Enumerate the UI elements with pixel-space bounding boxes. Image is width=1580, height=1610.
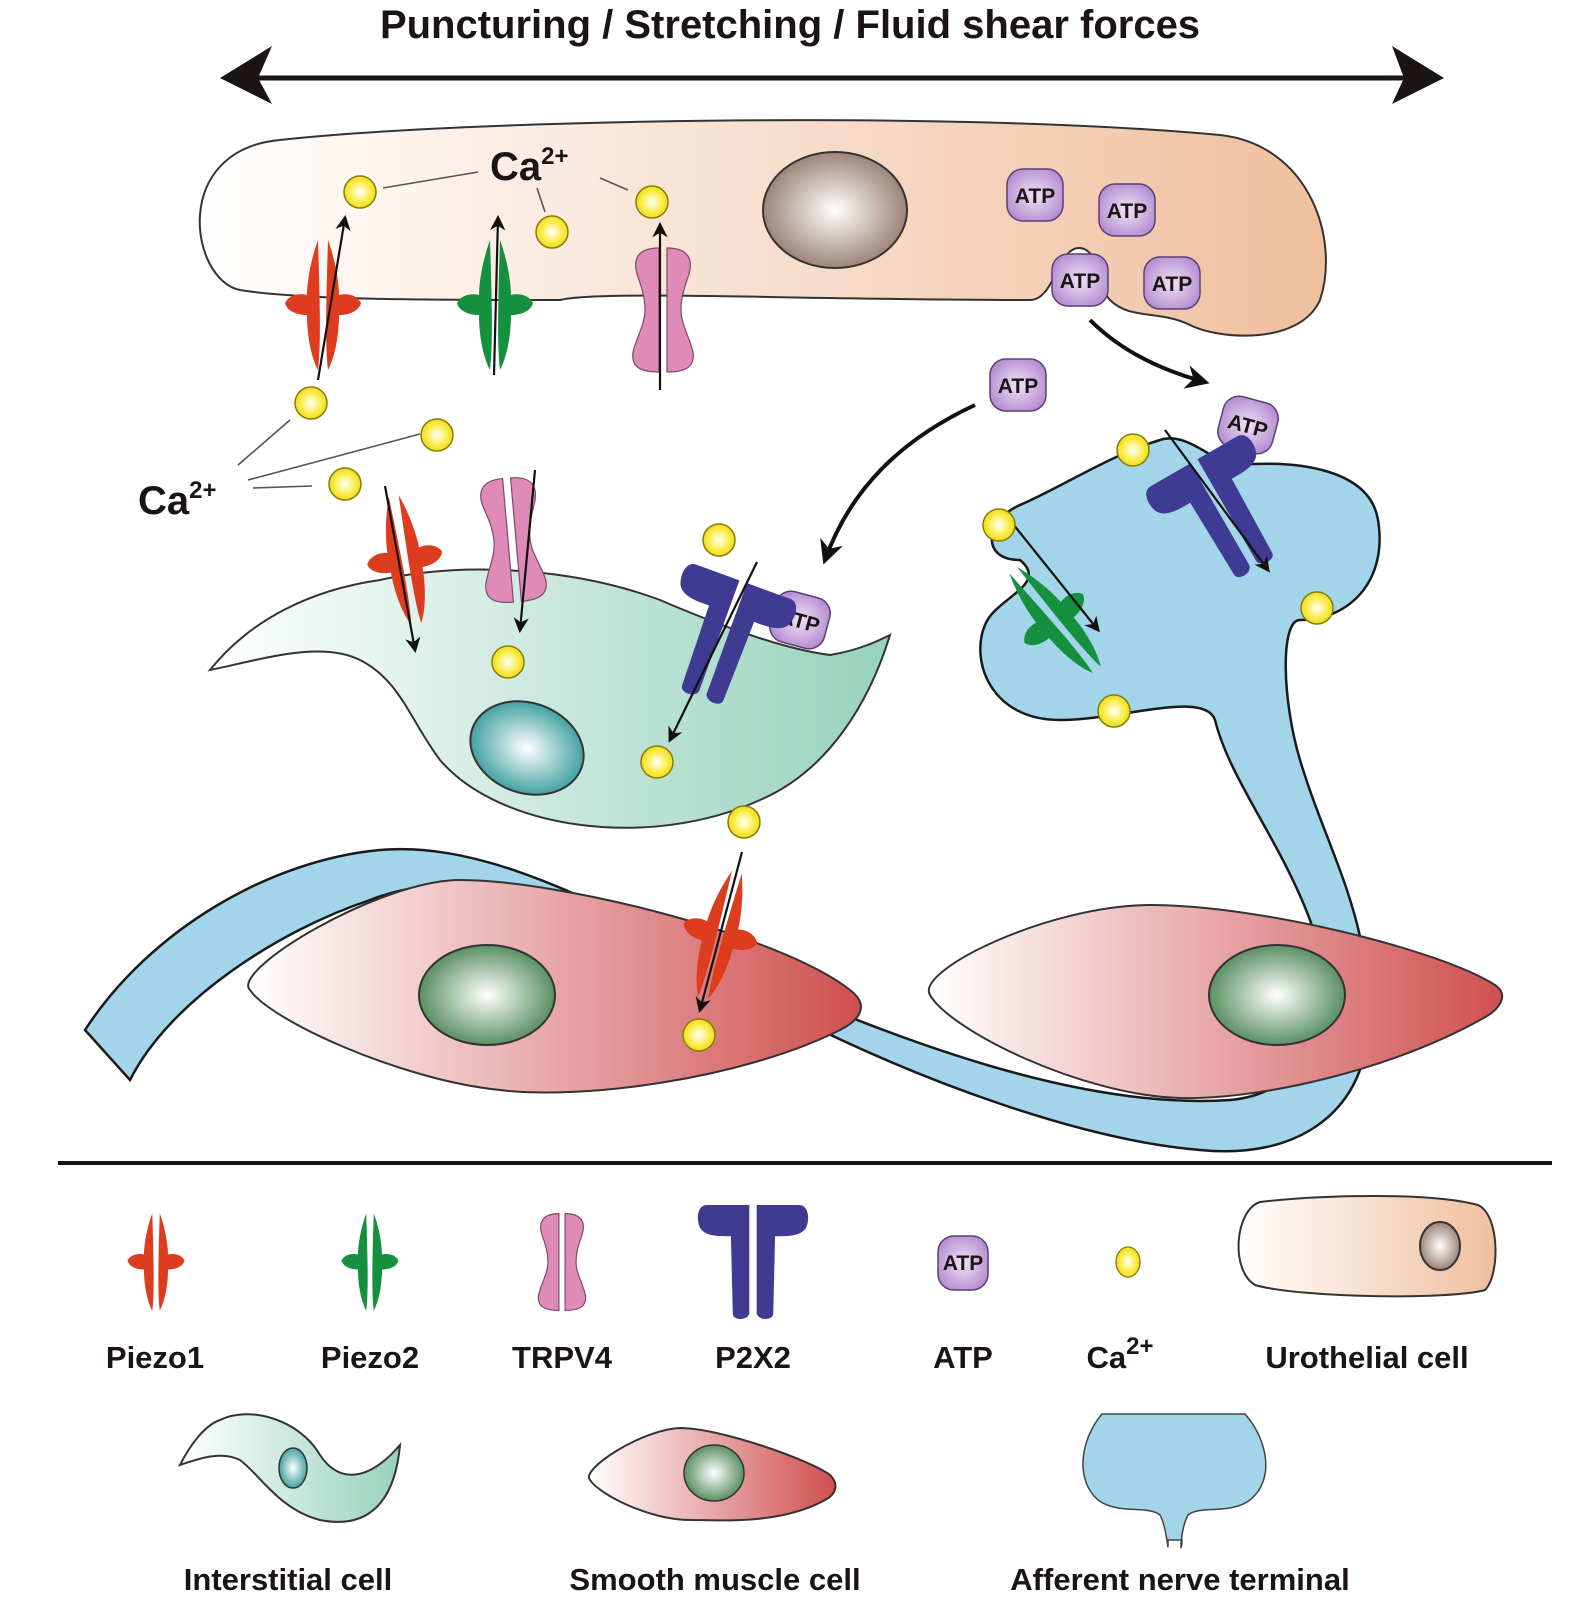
calcium-leaders-top [382, 171, 629, 213]
svg-text:ATP: ATP [933, 1340, 993, 1375]
urothelial-nucleus [762, 151, 908, 269]
svg-text:ATP: ATP [943, 1252, 983, 1275]
svg-text:Interstitial cell: Interstitial cell [184, 1562, 392, 1597]
calcium-icon [1115, 1246, 1141, 1278]
calcium-label-top: Ca2+ [490, 143, 569, 189]
svg-text:Piezo1: Piezo1 [106, 1340, 204, 1375]
svg-text:TRPV4: TRPV4 [512, 1340, 613, 1375]
legend-urothelial-cell: Urothelial cell [1237, 1195, 1497, 1375]
afferent-nerve-icon [1082, 1413, 1267, 1549]
force-double-arrow [220, 46, 1444, 104]
flux-arrow [668, 561, 758, 743]
atp-molecule: ATP [989, 358, 1047, 412]
svg-text:ATP: ATP [1107, 200, 1147, 223]
smooth-muscle-nucleus-left [418, 944, 556, 1046]
legend-piezo1: Piezo1 [106, 1213, 204, 1375]
legend-trpv4: TRPV4 [512, 1213, 613, 1375]
legend-interstitial-cell: Interstitial cell [178, 1413, 402, 1597]
legend-atp: ATP ATP [933, 1235, 993, 1375]
piezo2-icon [341, 1213, 399, 1311]
smooth-muscle-nucleus-right [1208, 944, 1346, 1046]
calcium-ion [343, 175, 377, 209]
svg-text:Smooth muscle cell: Smooth muscle cell [569, 1562, 860, 1597]
calcium-ion [328, 467, 362, 501]
atp-molecule: ATP [1006, 168, 1064, 222]
legend-calcium: Ca2+ [1086, 1246, 1154, 1375]
legend-smooth-muscle-cell: Smooth muscle cell [569, 1426, 861, 1597]
svg-text:Ca2+: Ca2+ [138, 477, 217, 523]
calcium-ion [635, 185, 669, 219]
svg-text:P2X2: P2X2 [715, 1340, 791, 1375]
urothelial-cell-icon [1237, 1195, 1497, 1298]
interstitial-nucleus [469, 700, 585, 796]
atp-molecule: ATP [1143, 256, 1201, 310]
legend-p2x2: P2X2 [697, 1204, 809, 1375]
atp-icon: ATP [937, 1235, 989, 1291]
atp-molecule: ATP [1051, 253, 1109, 307]
calcium-ion [640, 745, 674, 779]
calcium-ion [682, 1018, 716, 1052]
calcium-ion [702, 523, 736, 557]
svg-text:ATP: ATP [1152, 273, 1192, 296]
interstitial-cell [207, 568, 892, 829]
flux-arrow [1004, 513, 1100, 633]
svg-text:Urothelial cell: Urothelial cell [1265, 1340, 1468, 1375]
interstitial-cell-icon [178, 1413, 402, 1523]
svg-text:Afferent nerve terminal: Afferent nerve terminal [1010, 1562, 1349, 1597]
svg-text:ATP: ATP [1060, 270, 1100, 293]
p2x2-icon [697, 1204, 809, 1320]
flux-arrow [513, 469, 537, 634]
calcium-leaders-left [237, 419, 421, 489]
calcium-ion [1097, 694, 1131, 728]
svg-text:Ca2+: Ca2+ [1086, 1333, 1153, 1375]
svg-text:ATP: ATP [998, 375, 1038, 398]
flux-arrow [383, 485, 421, 654]
trpv4-icon [537, 1213, 587, 1311]
smooth-muscle-cell-right [927, 903, 1504, 1100]
calcium-ion [535, 215, 569, 249]
diagram-title: Puncturing / Stretching / Fluid shear fo… [380, 3, 1200, 47]
piezo1-icon [127, 1213, 185, 1311]
svg-text:Ca2+: Ca2+ [490, 143, 569, 189]
afferent-nerve-terminal [83, 437, 1381, 1153]
calcium-ions [294, 175, 1334, 1052]
flux-arrow [695, 851, 744, 1013]
flux-arrow [489, 214, 506, 376]
svg-text:Piezo2: Piezo2 [321, 1340, 419, 1375]
calcium-label-left: Ca2+ [138, 477, 217, 523]
legend-piezo2: Piezo2 [321, 1213, 419, 1375]
atp-molecule: ATP [1098, 183, 1156, 237]
calcium-ion [727, 805, 761, 839]
calcium-ion [491, 645, 525, 679]
svg-text:ATP: ATP [1015, 185, 1055, 208]
calcium-ion [420, 418, 454, 452]
smooth-muscle-cell-icon [587, 1426, 837, 1522]
trpv4-channel-interstitial [475, 474, 549, 606]
calcium-ion [1300, 591, 1334, 625]
atp-diffusion-arrow [820, 403, 976, 565]
calcium-ion [982, 508, 1016, 542]
flux-arrow [316, 214, 351, 381]
atp-release-arrow [1088, 318, 1210, 389]
flux-arrow [1164, 429, 1270, 573]
calcium-ion [294, 386, 328, 420]
legend-afferent-nerve: Afferent nerve terminal [1010, 1413, 1350, 1597]
calcium-ion [1116, 433, 1150, 467]
